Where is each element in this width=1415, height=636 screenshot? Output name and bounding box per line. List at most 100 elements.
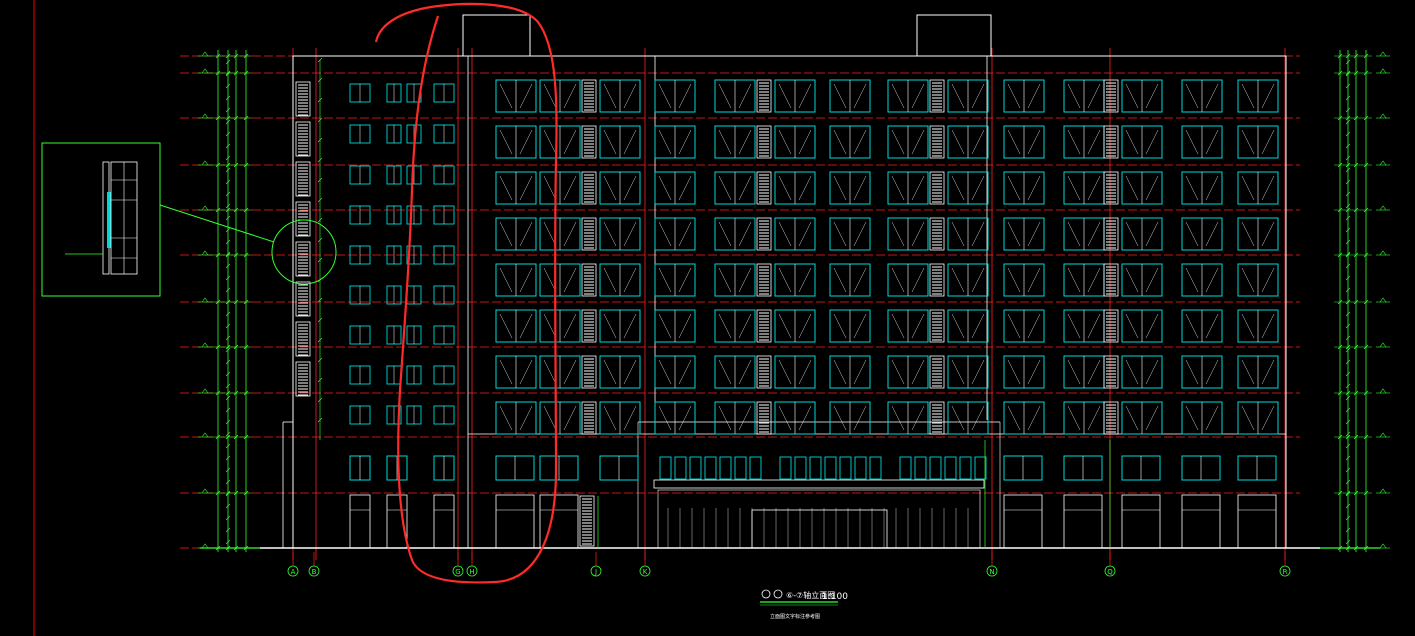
shopfront bbox=[1181, 494, 1221, 549]
axis-bubble-label: K bbox=[643, 568, 648, 576]
podium-window bbox=[794, 456, 807, 480]
louver-panel bbox=[581, 355, 597, 389]
axis-bubble bbox=[590, 565, 602, 577]
louver-panel bbox=[756, 217, 772, 251]
louver-panel bbox=[756, 263, 772, 297]
louver-panel bbox=[929, 401, 945, 435]
louver-panel bbox=[581, 263, 597, 297]
axis-bubble bbox=[639, 565, 651, 577]
louver-panel bbox=[929, 217, 945, 251]
shopfront bbox=[1063, 494, 1103, 549]
detail-circle bbox=[271, 219, 337, 285]
louver-panel bbox=[1103, 125, 1119, 159]
axis-bubble-label: G bbox=[455, 568, 460, 576]
louver-panel bbox=[929, 171, 945, 205]
louver-panel bbox=[1103, 263, 1119, 297]
louver-panel bbox=[929, 125, 945, 159]
drawing-subtitle: 立面图文字标注参考图 bbox=[770, 613, 820, 620]
shopfront bbox=[495, 494, 535, 549]
stair-window bbox=[295, 321, 311, 357]
detail-glass bbox=[107, 192, 111, 248]
louver-panel bbox=[929, 79, 945, 113]
podium-window bbox=[839, 456, 852, 480]
podium-window bbox=[749, 456, 762, 480]
title-axis-bubble-right bbox=[773, 589, 783, 599]
shopfront bbox=[1121, 494, 1161, 549]
louver-panel bbox=[1103, 401, 1119, 435]
louver-panel bbox=[756, 79, 772, 113]
podium-window bbox=[809, 456, 822, 480]
louver-panel bbox=[756, 309, 772, 343]
building-outline bbox=[292, 55, 1287, 549]
red-markup-loop bbox=[374, 2, 558, 584]
podium-window bbox=[869, 456, 882, 480]
main-entrance-door bbox=[751, 509, 888, 549]
axis-bubble bbox=[1279, 565, 1291, 577]
stair-window bbox=[295, 201, 311, 237]
podium-window bbox=[944, 456, 957, 480]
podium-window bbox=[779, 456, 792, 480]
podium-window bbox=[674, 456, 687, 480]
entrance-glazing bbox=[657, 489, 981, 549]
podium-window bbox=[914, 456, 927, 480]
podium-window bbox=[929, 456, 942, 480]
shopfront bbox=[1003, 494, 1043, 549]
podium-window bbox=[974, 456, 987, 480]
podium-window bbox=[734, 456, 747, 480]
ground-louver bbox=[579, 495, 595, 547]
shopfront bbox=[433, 494, 455, 549]
louver-panel bbox=[929, 309, 945, 343]
podium-window bbox=[959, 456, 972, 480]
detail-callout bbox=[41, 142, 337, 297]
louver-panel bbox=[1103, 217, 1119, 251]
stair-window bbox=[295, 361, 311, 397]
podium-window bbox=[704, 456, 717, 480]
louver-panel bbox=[929, 263, 945, 297]
title-block: ⑥-⑦轴立面图 1:100 立面图文字标注参考图 bbox=[760, 589, 848, 620]
axis-bubble-label: A bbox=[291, 568, 296, 576]
louver-panel bbox=[581, 401, 597, 435]
shopfront bbox=[349, 494, 371, 549]
building-elevation bbox=[260, 14, 1320, 549]
leader-line bbox=[159, 204, 275, 243]
axis-bubble-label: H bbox=[469, 568, 474, 576]
roof-structure-right bbox=[916, 14, 992, 57]
shopfront bbox=[386, 494, 408, 549]
axis-bubble-label: Q bbox=[1107, 568, 1113, 576]
title-axis-bubble-left bbox=[761, 589, 771, 599]
stair-window bbox=[295, 281, 311, 317]
shopfront bbox=[1237, 494, 1277, 549]
detail-frame bbox=[41, 142, 161, 297]
axis-bubble bbox=[287, 565, 299, 577]
louver-panel bbox=[581, 217, 597, 251]
louver-panel bbox=[929, 355, 945, 389]
axis-bubble bbox=[308, 565, 320, 577]
podium-window bbox=[659, 456, 672, 480]
dimension-layer bbox=[198, 50, 1390, 552]
drawing-title: ⑥-⑦轴立面图 bbox=[786, 590, 835, 600]
drawing-scale: 1:100 bbox=[822, 592, 848, 602]
podium-window bbox=[824, 456, 837, 480]
stair-window bbox=[295, 161, 311, 197]
louver-panel bbox=[756, 171, 772, 205]
axis-bubble bbox=[986, 565, 998, 577]
axis-bubble-label: R bbox=[1283, 568, 1288, 576]
louver-panel bbox=[756, 401, 772, 435]
axis-bubble-label: B bbox=[312, 568, 317, 576]
axis-bubble bbox=[452, 565, 464, 577]
roof-structure-left bbox=[462, 14, 531, 57]
axis-gridline-layer bbox=[180, 48, 1300, 560]
louver-panel bbox=[1103, 309, 1119, 343]
podium-window bbox=[719, 456, 732, 480]
axis-bubble-label: N bbox=[989, 568, 994, 576]
axis-bubble-label: J bbox=[594, 568, 597, 576]
podium-window bbox=[854, 456, 867, 480]
podium-window bbox=[689, 456, 702, 480]
shopfront bbox=[539, 494, 579, 549]
louver-panel bbox=[756, 125, 772, 159]
window-layer bbox=[295, 79, 1279, 549]
louver-panel bbox=[756, 355, 772, 389]
louver-panel bbox=[1103, 355, 1119, 389]
